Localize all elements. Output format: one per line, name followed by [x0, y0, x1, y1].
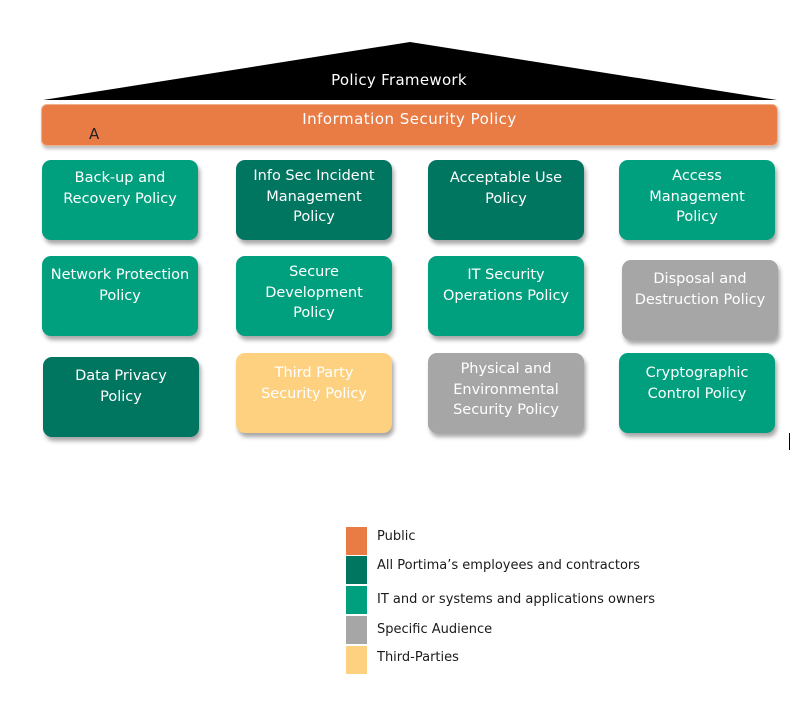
banner-mark: A [89, 125, 100, 143]
policy-backup-recovery: Back-up and Recovery Policy [42, 160, 198, 240]
policy-incident-management: Info Sec Incident Management Policy [236, 160, 392, 240]
legend-swatch [346, 616, 367, 644]
policy-cryptographic-control: Cryptographic Control Policy [619, 353, 775, 433]
legend-label: Third-Parties [377, 650, 459, 665]
policy-access-management: Access Management Policy [619, 160, 775, 240]
policy-network-protection: Network Protection Policy [42, 256, 198, 336]
information-security-policy-banner: Information Security Policy A [41, 104, 778, 146]
policy-third-party-security: Third Party Security Policy [236, 353, 392, 433]
policy-it-security-operations: IT Security Operations Policy [428, 256, 584, 336]
legend-swatch [346, 586, 367, 614]
framework-roof [43, 42, 777, 100]
policy-disposal-destruction: Disposal and Destruction Policy [622, 260, 778, 340]
legend-swatch [346, 646, 367, 674]
legend-label: All Portima’s employees and contractors [377, 558, 641, 573]
text-cursor [789, 433, 790, 450]
legend-label: IT and or systems and applications owner… [377, 592, 655, 607]
framework-title: Policy Framework [331, 71, 467, 89]
policy-physical-environmental: Physical and Environmental Security Poli… [428, 353, 584, 433]
banner-title: Information Security Policy [302, 110, 517, 128]
legend-label: Public [377, 529, 416, 544]
policy-data-privacy: Data Privacy Policy [43, 357, 199, 437]
legend-label: Specific Audience [377, 622, 493, 637]
policy-acceptable-use: Acceptable Use Policy [428, 160, 584, 240]
legend-swatch [346, 527, 367, 555]
legend-swatch [346, 556, 367, 584]
policy-secure-development: Secure Development Policy [236, 256, 392, 336]
